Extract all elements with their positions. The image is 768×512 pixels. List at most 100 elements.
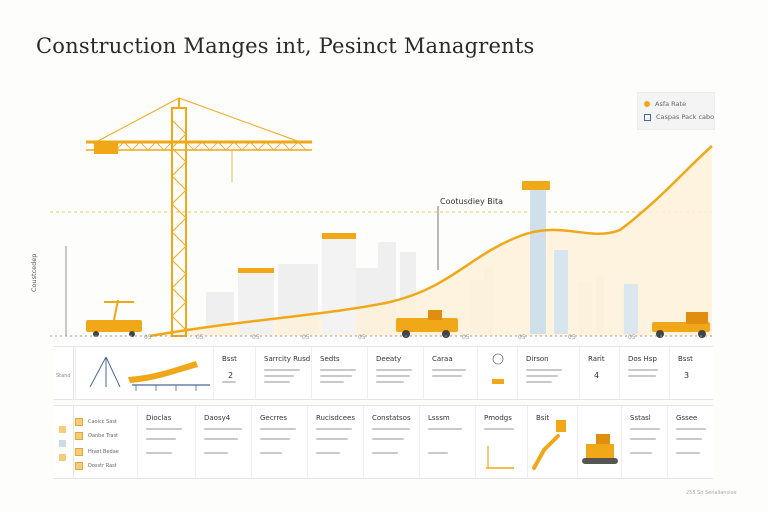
x-tick: 05 bbox=[518, 334, 526, 341]
metric-cell bbox=[477, 347, 518, 399]
text-line bbox=[628, 369, 658, 371]
text-line bbox=[316, 438, 348, 440]
excavator-arm-icon bbox=[532, 420, 566, 470]
text-line bbox=[264, 381, 290, 383]
detail-header: Pmodgs bbox=[484, 414, 512, 422]
detail-cell bbox=[577, 406, 622, 478]
metric-cell: Rarit 4 bbox=[579, 347, 620, 399]
metric-value: 3 bbox=[684, 371, 690, 380]
dump-truck bbox=[396, 310, 458, 338]
metric-header: Sarrcity Rusd bbox=[264, 355, 311, 363]
detail-cell: Sstasl bbox=[621, 406, 668, 478]
x-tick: 05 bbox=[302, 334, 310, 341]
detail-cell: Constatsos bbox=[363, 406, 420, 478]
text-line bbox=[260, 452, 282, 454]
metric-header: Caraa bbox=[432, 355, 453, 363]
text-line bbox=[676, 452, 700, 454]
detail-cell: Gecrres bbox=[251, 406, 308, 478]
glass-tower bbox=[530, 190, 546, 334]
detail-cell: Bsit bbox=[527, 406, 578, 478]
callout-label: Cootusdiey Bita bbox=[440, 197, 503, 206]
footer-credit: 255 So Senaliansiee bbox=[686, 490, 737, 496]
pin-icon bbox=[492, 353, 504, 384]
x-tick: 05 bbox=[462, 334, 470, 341]
text-line bbox=[376, 369, 412, 371]
metric-cell: Dirson bbox=[517, 347, 580, 399]
text-line bbox=[260, 438, 290, 440]
x-tick: 05 bbox=[568, 334, 576, 341]
metric-cell: Sedts bbox=[311, 347, 368, 399]
detail-header: Lsssm bbox=[428, 414, 450, 422]
text-line bbox=[376, 381, 404, 383]
metric-header: Bsst bbox=[678, 355, 693, 363]
detail-header: Rucisdcees bbox=[316, 414, 355, 422]
metric-header: Rarit bbox=[588, 355, 605, 363]
side-icons bbox=[59, 426, 66, 461]
details-band: Caoicc Sast Oanbe Trast Hrast Bedae Doss… bbox=[53, 405, 713, 479]
text-line bbox=[372, 438, 404, 440]
x-tick: 05 bbox=[196, 334, 204, 341]
metric-header: Deeaty bbox=[376, 355, 402, 363]
text-line bbox=[222, 381, 236, 383]
growth-curve bbox=[149, 145, 713, 338]
x-tick: 05 bbox=[144, 334, 152, 341]
building bbox=[322, 238, 356, 334]
text-line bbox=[146, 428, 182, 430]
legend-item-rate: Asfa Rate bbox=[644, 100, 686, 108]
text-line bbox=[526, 381, 552, 383]
legend-label: Asfa Rate bbox=[655, 100, 687, 108]
text-line bbox=[204, 452, 228, 454]
detail-header: Gssee bbox=[676, 414, 698, 422]
text-line bbox=[630, 428, 660, 430]
building-roof bbox=[238, 268, 274, 273]
metric-header: Dirson bbox=[526, 355, 549, 363]
text-line bbox=[484, 428, 514, 430]
text-line bbox=[630, 452, 652, 454]
detail-cell: Rucisdcees bbox=[307, 406, 364, 478]
detail-cell: Pmodgs bbox=[475, 406, 528, 478]
metric-header: Bsst bbox=[222, 355, 237, 363]
glass-tower bbox=[554, 250, 568, 334]
legend-label: Caspas Pack cabo bbox=[656, 113, 715, 121]
building bbox=[238, 272, 274, 334]
detail-cell: Dioclas bbox=[137, 406, 196, 478]
metric-value: 4 bbox=[594, 371, 600, 380]
metric-header: Sedts bbox=[320, 355, 340, 363]
band-side-icons bbox=[53, 406, 74, 478]
construction-illustration bbox=[50, 97, 713, 338]
band-side-label: Stand bbox=[53, 347, 74, 399]
crane-counterweight bbox=[94, 142, 118, 154]
detail-cell: Gssee bbox=[667, 406, 714, 478]
detail-header: Daosy4 bbox=[204, 414, 231, 422]
text-line bbox=[676, 438, 702, 440]
metric-cell: Sarrcity Rusd bbox=[255, 347, 312, 399]
chart-legend: Asfa Rate Caspas Pack cabo bbox=[637, 92, 715, 130]
metric-cell: Bsst 2 bbox=[213, 347, 256, 399]
detail-header: Bsit bbox=[536, 414, 550, 422]
metric-header: Dos Hsp bbox=[628, 355, 657, 363]
text-line bbox=[204, 438, 238, 440]
text-line bbox=[630, 438, 656, 440]
metric-cell: Caraa bbox=[423, 347, 478, 399]
metric-cell: Bsst 3 bbox=[669, 347, 714, 399]
legend-square-icon bbox=[644, 113, 651, 121]
tower-top bbox=[522, 181, 550, 190]
detail-header: Constatsos bbox=[372, 414, 411, 422]
mobile-crane bbox=[86, 299, 142, 337]
text-line bbox=[316, 452, 340, 454]
text-line bbox=[320, 381, 344, 383]
detail-cell: Lsssm bbox=[419, 406, 476, 478]
tower-crane bbox=[86, 97, 312, 337]
text-line bbox=[376, 375, 410, 377]
legend-item-pack: Caspas Pack cabo bbox=[644, 113, 714, 121]
metric-cell: Dos Hsp bbox=[619, 347, 670, 399]
text-line bbox=[372, 452, 398, 454]
detail-header: Gecrres bbox=[260, 414, 288, 422]
metric-cell: Deeaty bbox=[367, 347, 424, 399]
text-line bbox=[316, 428, 352, 430]
page-title: Construction Manges int, Pesinct Managre… bbox=[36, 34, 535, 58]
text-line bbox=[260, 428, 296, 430]
level-icon bbox=[486, 446, 514, 469]
bridge-icon bbox=[89, 356, 210, 391]
detail-header: Sstasl bbox=[630, 414, 651, 422]
